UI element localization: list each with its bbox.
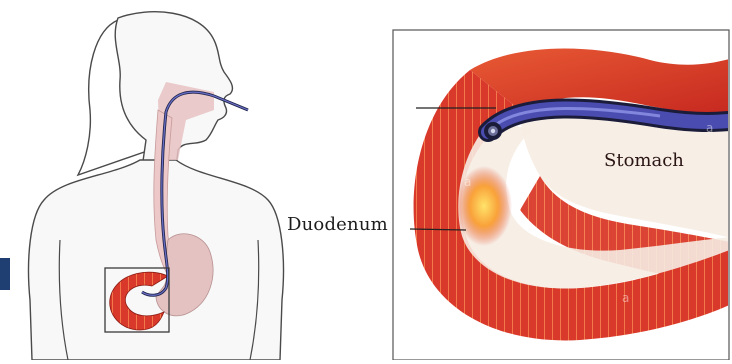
svg-text:a: a: [706, 121, 713, 135]
stomach-label: Stomach: [604, 150, 684, 171]
duodenum-label: Duodenum: [287, 214, 388, 235]
blue-accent-tab: [0, 258, 10, 290]
svg-text:a: a: [464, 175, 471, 189]
body-figure: [29, 12, 284, 360]
svg-text:a: a: [622, 291, 629, 305]
magnified-panel: a a a: [393, 30, 732, 360]
